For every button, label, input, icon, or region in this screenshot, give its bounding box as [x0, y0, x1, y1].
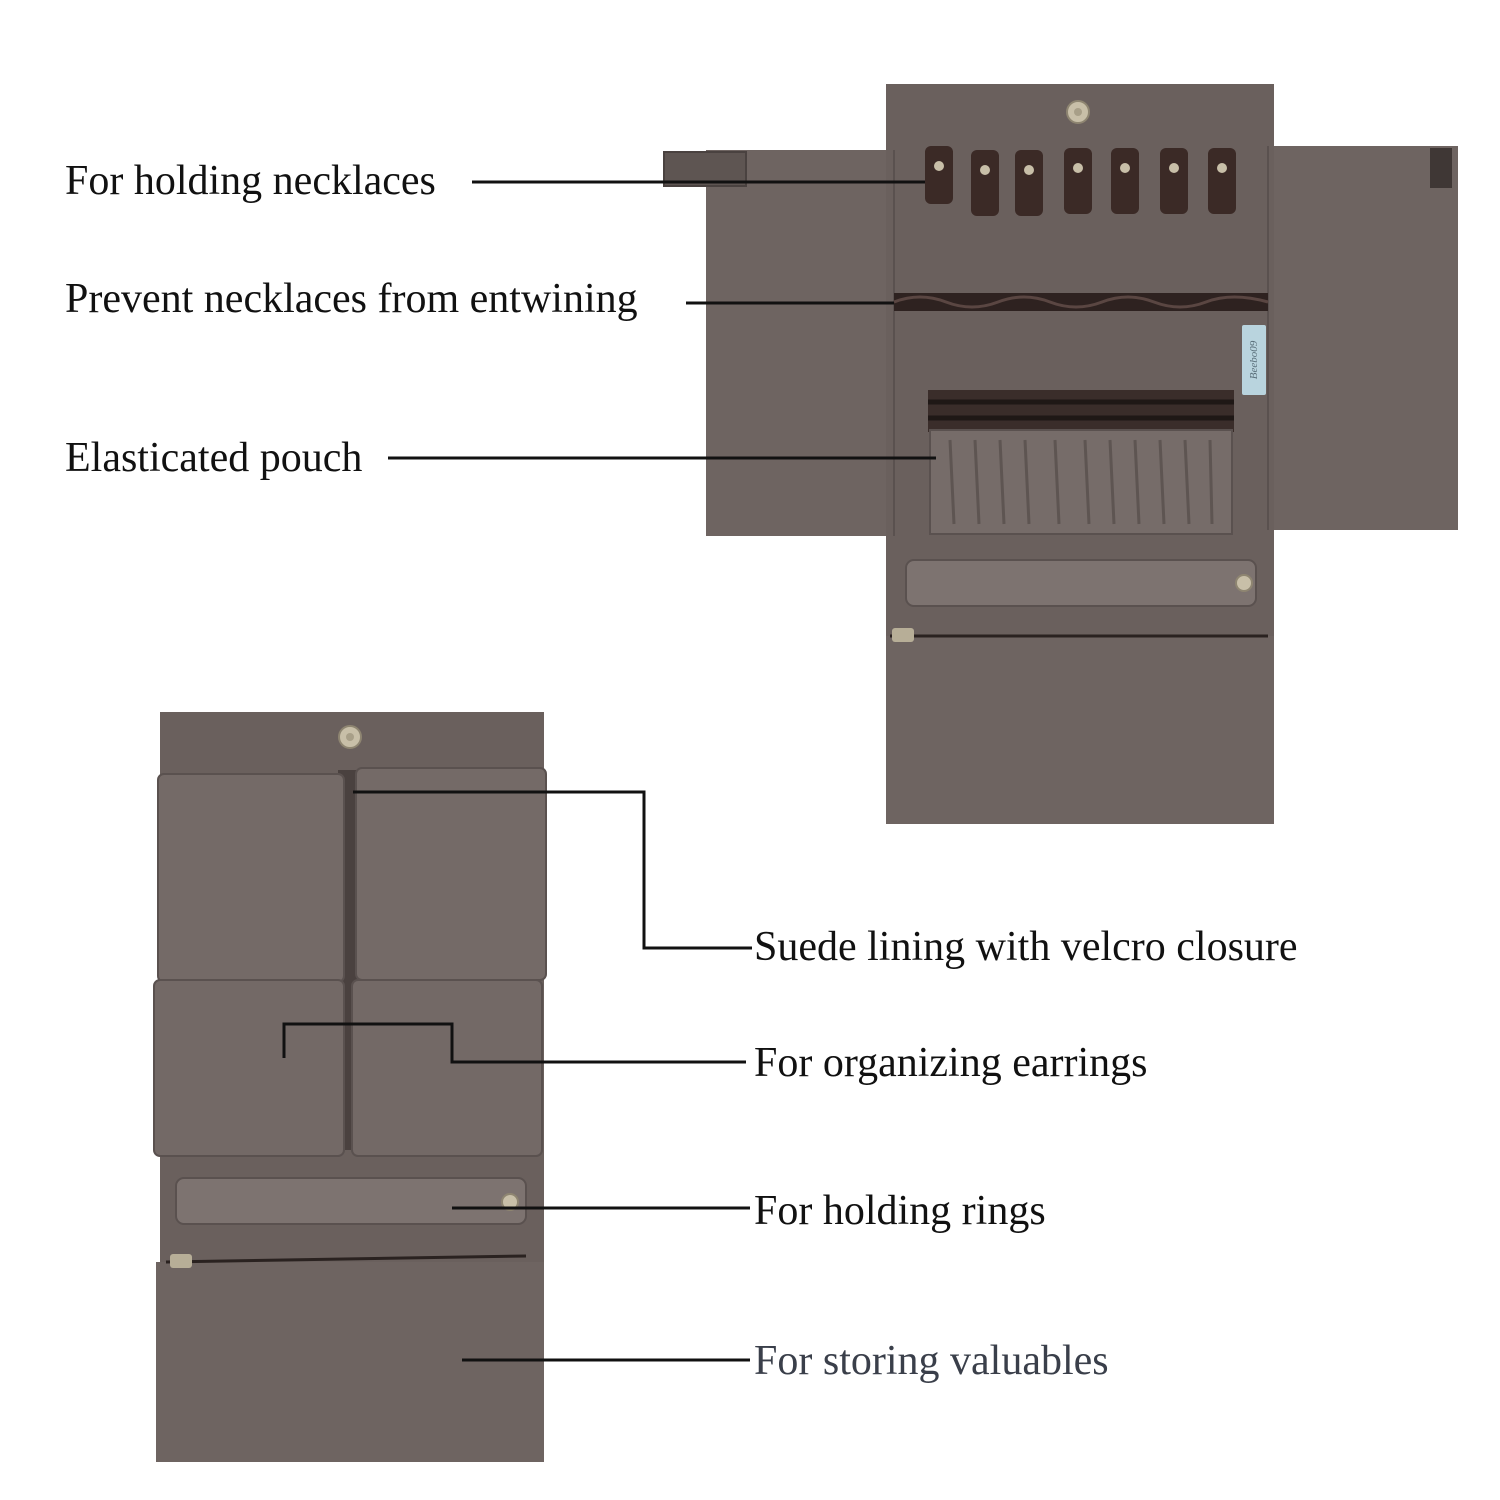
leader-lines — [282, 180, 936, 1362]
callout-organizing-earrings: For organizing earrings — [754, 1040, 1148, 1086]
elastic-band — [893, 293, 1269, 311]
elasticated-pouch — [928, 390, 1234, 535]
necklace-strap — [925, 146, 953, 204]
leader-organizing-earrings — [282, 1022, 746, 1064]
necklace-strap — [1015, 150, 1043, 216]
necklace-strap — [1064, 148, 1092, 214]
callout-storing-valuables: For storing valuables — [754, 1338, 1109, 1384]
folded-jewelry-roll — [153, 712, 547, 1462]
callout-holding-rings: For holding rings — [754, 1188, 1046, 1234]
earring-pocket-bottom-left — [153, 979, 345, 1157]
callout-suede-lining: Suede lining with velcro closure — [754, 924, 1298, 970]
leader-suede-lining — [353, 790, 752, 950]
zipper-pocket — [886, 628, 1274, 824]
left-strap-tab — [663, 151, 747, 187]
earring-pocket-top-right — [355, 767, 547, 981]
necklace-strap — [971, 150, 999, 216]
left-flap — [706, 150, 894, 536]
necklace-strap — [1111, 148, 1139, 214]
callout-holding-necklaces: For holding necklaces — [65, 158, 436, 204]
necklace-strap — [1208, 148, 1236, 214]
ring-roll-folded — [175, 1177, 527, 1225]
brand-tag-text: Beebo09 — [1248, 340, 1261, 380]
callout-elasticated-pouch: Elasticated pouch — [65, 435, 363, 481]
necklace-straps — [925, 146, 1236, 216]
brand-tag: Beebo09 — [1242, 325, 1266, 395]
callout-prevent-entwining: Prevent necklaces from entwining — [65, 276, 638, 322]
earring-pocket-bottom-right — [351, 979, 543, 1157]
zipper-pocket-folded — [156, 1262, 544, 1462]
right-velcro-tab — [1430, 148, 1452, 188]
right-flap — [1268, 146, 1458, 530]
necklace-strap — [1160, 148, 1188, 214]
opened-jewelry-roll — [663, 84, 1458, 824]
ring-roll — [905, 559, 1257, 607]
earring-pocket-top-left — [157, 773, 345, 983]
